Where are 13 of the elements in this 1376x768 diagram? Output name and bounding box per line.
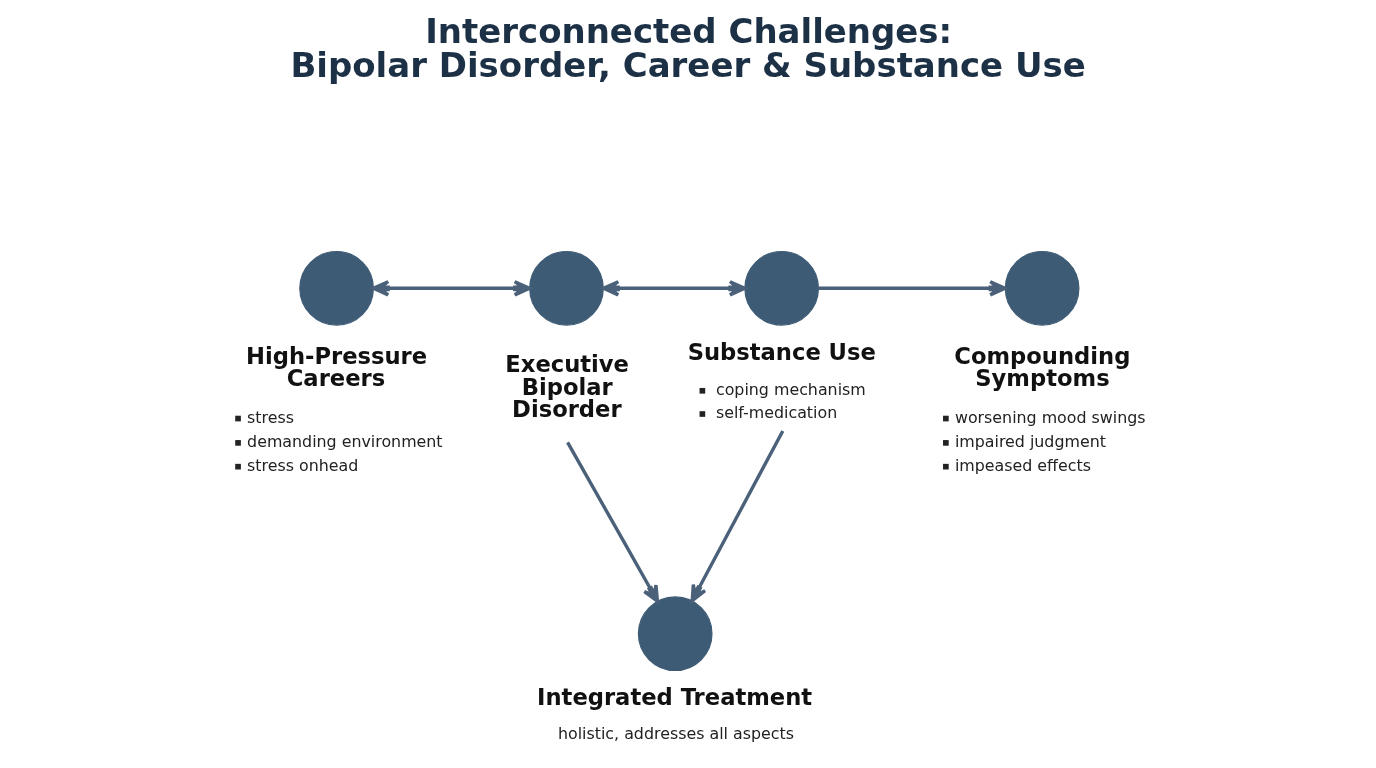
diagram-title: Interconnected Challenges: Bipolar Disorder, Career & Substance Use <box>289 11 1086 86</box>
node-label: coping mechanism <box>715 379 866 399</box>
node-label: holistic, addresses all aspects <box>557 724 794 744</box>
node-label: Substance Use <box>687 339 876 366</box>
node-label: impaired judgment <box>954 432 1106 452</box>
node-label: Executive Bipolar Disorder <box>504 351 629 423</box>
node-label: demanding environment <box>246 432 443 452</box>
node-label: worsening mood swings <box>954 407 1146 427</box>
node-label: Compounding Symptoms <box>953 342 1130 392</box>
node-label: High-Pressure <box>245 342 427 369</box>
node-label: Integrated Treatment <box>536 684 812 711</box>
node-label: impeased effects <box>954 455 1091 475</box>
node-label: self-medication <box>715 403 837 423</box>
